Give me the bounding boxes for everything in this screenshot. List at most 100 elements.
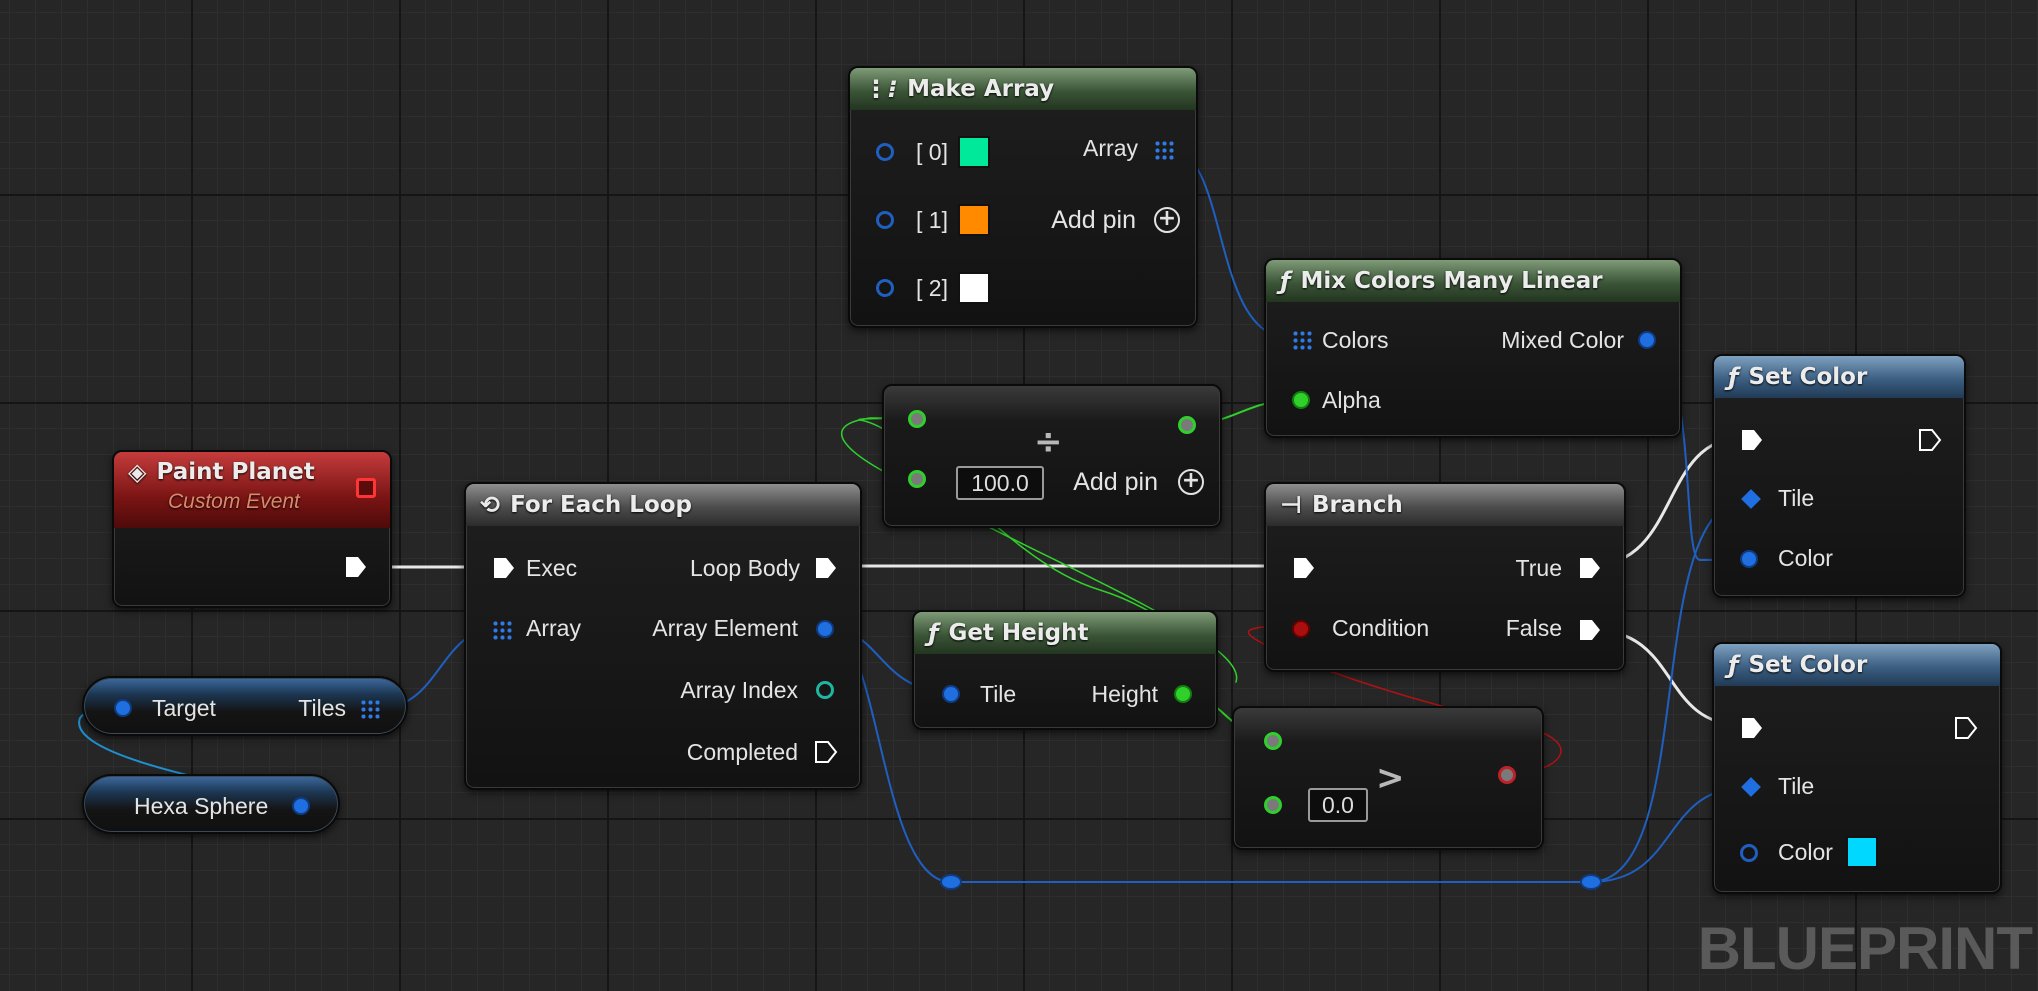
array-element-out-pin[interactable] <box>816 620 834 638</box>
divide-operator-icon: ÷ <box>1034 422 1063 462</box>
mixed-color-out-pin[interactable] <box>1638 331 1656 349</box>
get-height-tile-in-pin[interactable] <box>942 685 960 703</box>
array-in-1-swatch[interactable] <box>958 204 990 236</box>
true-out-label: True <box>1515 555 1562 581</box>
set-color-2-exec-in-pin[interactable] <box>1740 716 1764 740</box>
false-out-label: False <box>1505 615 1562 641</box>
set-color-2-header: ƒ Set Color <box>1714 644 2000 686</box>
array-in-1-label: [ 1] <box>916 207 948 233</box>
array-out-pin-icon[interactable] <box>1154 140 1174 160</box>
for-each-loop-node[interactable]: ⟲ For Each Loop Exec Array Loop Body Arr… <box>464 482 862 790</box>
tiles-getter-node[interactable]: Target Tiles <box>82 676 408 736</box>
divide-in-b-pin[interactable] <box>908 470 926 488</box>
divide-in-a-pin[interactable] <box>908 410 926 428</box>
loop-exec-in-label: Exec <box>526 555 578 581</box>
set-color-2-color-swatch[interactable] <box>1846 836 1878 868</box>
set-color-1-title: Set Color <box>1748 364 1868 390</box>
array-in-2-swatch[interactable] <box>958 272 990 304</box>
greater-than-node[interactable]: 0.0 > <box>1232 706 1544 850</box>
set-color-1-exec-out-pin[interactable] <box>1918 428 1942 452</box>
array-index-out-pin[interactable] <box>816 681 834 699</box>
set-color-2-color-pin[interactable] <box>1740 844 1758 862</box>
make-array-add-pin-icon[interactable]: + <box>1154 207 1180 233</box>
make-array-add-pin-label[interactable]: Add pin <box>1051 206 1136 234</box>
divide-out-pin[interactable] <box>1178 416 1196 434</box>
loop-exec-in-pin[interactable] <box>492 556 516 580</box>
array-out-label: Array <box>1083 135 1138 161</box>
set-color-2-node[interactable]: ƒ Set Color Tile Color <box>1712 642 2002 894</box>
get-height-node[interactable]: ƒ Get Height Tile Height <box>912 610 1218 730</box>
set-color-1-color-pin[interactable] <box>1740 550 1758 568</box>
true-out-pin[interactable] <box>1578 556 1602 580</box>
branch-icon: ⊣ <box>1280 491 1302 519</box>
array-in-0-swatch[interactable] <box>958 136 990 168</box>
hexa-sphere-node[interactable]: Hexa Sphere <box>82 774 340 834</box>
set-color-1-exec-in-pin[interactable] <box>1740 428 1764 452</box>
mix-colors-title: Mix Colors Many Linear <box>1300 268 1603 294</box>
array-in-2-pin[interactable] <box>876 279 894 297</box>
divide-value-input[interactable]: 100.0 <box>956 466 1044 500</box>
blueprint-watermark: BLUEPRINT <box>1697 915 2033 982</box>
reroute-node-1[interactable] <box>940 874 962 890</box>
set-color-1-tile-pin[interactable] <box>1741 489 1761 509</box>
condition-in-pin[interactable] <box>1292 620 1310 638</box>
divide-node[interactable]: 100.0 ÷ Add pin + <box>882 384 1222 528</box>
set-color-2-tile-pin[interactable] <box>1741 777 1761 797</box>
function-icon: ƒ <box>928 619 939 647</box>
colors-in-pin-icon[interactable] <box>1292 330 1312 350</box>
mix-colors-node[interactable]: ƒ Mix Colors Many Linear Colors Alpha Mi… <box>1264 258 1682 438</box>
set-color-2-tile-label: Tile <box>1778 773 1815 799</box>
completed-out-label: Completed <box>686 739 798 765</box>
make-array-node[interactable]: ⋮⁝ Make Array [ 0] [ 1] [ 2] Array Add p… <box>848 66 1198 328</box>
hexa-sphere-label: Hexa Sphere <box>134 793 269 819</box>
tiles-out-pin-icon[interactable] <box>360 699 380 719</box>
set-color-2-color-label: Color <box>1778 839 1833 865</box>
paint-planet-node[interactable]: ◈ Paint Planet Custom Event <box>112 450 392 608</box>
branch-title: Branch <box>1311 492 1403 518</box>
loop-body-out-pin[interactable] <box>814 556 838 580</box>
paint-planet-header: ◈ Paint Planet Custom Event <box>114 452 390 528</box>
hexa-sphere-out-pin[interactable] <box>292 797 310 815</box>
branch-exec-in-pin[interactable] <box>1292 556 1316 580</box>
false-out-pin[interactable] <box>1578 618 1602 642</box>
event-exec-out-pin[interactable] <box>344 555 368 579</box>
alpha-in-label: Alpha <box>1322 387 1381 413</box>
loop-array-in-label: Array <box>526 615 581 641</box>
array-in-1-pin[interactable] <box>876 211 894 229</box>
set-color-1-node[interactable]: ƒ Set Color Tile Color <box>1712 354 1966 598</box>
divide-add-pin-icon[interactable]: + <box>1178 469 1204 495</box>
condition-in-label: Condition <box>1332 615 1430 641</box>
loop-body-out-label: Loop Body <box>690 555 800 581</box>
loop-icon: ⟲ <box>480 491 501 519</box>
branch-node[interactable]: ⊣ Branch Condition True False <box>1264 482 1626 672</box>
tiles-out-label: Tiles <box>298 695 346 721</box>
array-in-0-label: [ 0] <box>916 139 948 165</box>
function-icon: ƒ <box>1728 651 1739 679</box>
divide-add-pin-label[interactable]: Add pin <box>1073 468 1158 496</box>
set-color-1-tile-label: Tile <box>1778 485 1815 511</box>
make-array-icon: ⋮⁝ <box>864 75 898 103</box>
target-in-pin[interactable] <box>114 699 132 717</box>
colors-in-label: Colors <box>1322 327 1389 353</box>
alpha-in-pin[interactable] <box>1292 391 1310 409</box>
greater-out-pin[interactable] <box>1498 766 1516 784</box>
event-stop-icon[interactable] <box>356 478 376 498</box>
loop-array-in-pin-icon[interactable] <box>492 620 512 640</box>
set-color-2-title: Set Color <box>1748 652 1868 678</box>
completed-out-pin[interactable] <box>814 740 838 764</box>
for-each-title: For Each Loop <box>510 492 693 518</box>
greater-in-a-pin[interactable] <box>1264 732 1282 750</box>
target-in-label: Target <box>152 695 216 721</box>
paint-planet-subtitle: Custom Event <box>168 490 300 513</box>
greater-operator-icon: > <box>1376 758 1405 798</box>
mixed-color-out-label: Mixed Color <box>1501 327 1624 353</box>
reroute-node-2[interactable] <box>1580 874 1602 890</box>
greater-value-input[interactable]: 0.0 <box>1308 788 1368 822</box>
function-icon: ƒ <box>1728 363 1739 391</box>
set-color-1-header: ƒ Set Color <box>1714 356 1964 398</box>
array-in-0-pin[interactable] <box>876 143 894 161</box>
height-out-pin[interactable] <box>1174 685 1192 703</box>
greater-in-b-pin[interactable] <box>1264 796 1282 814</box>
get-height-tile-in-label: Tile <box>980 681 1017 707</box>
set-color-2-exec-out-pin[interactable] <box>1954 716 1978 740</box>
